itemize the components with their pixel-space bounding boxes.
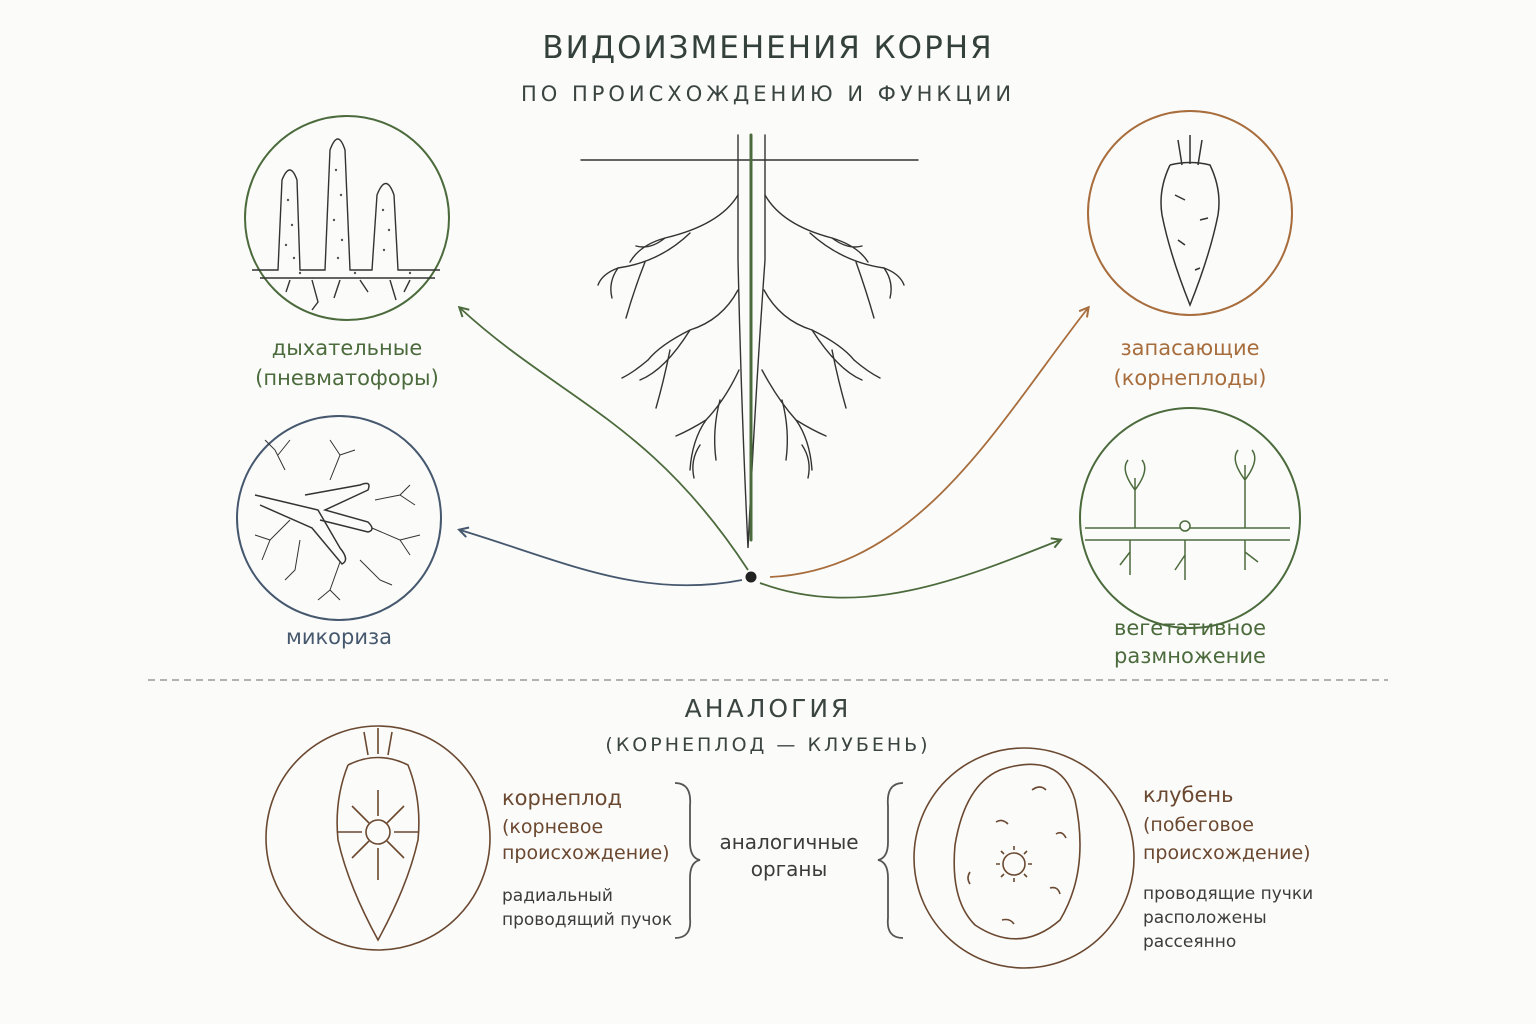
arrow-to-vegetative (759, 540, 1060, 599)
tuber-origin-1: (побеговое (1143, 814, 1254, 836)
respiratory-roots-illustration (244, 115, 450, 321)
root-crop-name: корнеплод (502, 786, 623, 810)
root-crop-desc-2: проводящий пучок (502, 910, 673, 930)
tuber-desc-1: проводящие пучки (1143, 884, 1314, 904)
right-lateral-roots (761, 194, 905, 479)
origin-dot (745, 571, 757, 583)
tuber-illustration (913, 747, 1135, 969)
root-crop-illustration (265, 725, 491, 951)
respiratory-sublabel: (пневматофоры) (255, 366, 439, 390)
arrow-to-respiratory (460, 308, 749, 571)
page-title: ВИДОИЗМЕНЕНИЯ КОРНЯ (542, 30, 994, 66)
storage-label: запасающие (1120, 336, 1260, 360)
tuber-origin-2: происхождение) (1143, 842, 1311, 864)
taproot-outline (737, 134, 766, 549)
root-crop-origin-1: (корневое (502, 816, 604, 838)
arrow-to-mycorrhiza (460, 530, 743, 587)
tuber-name: клубень (1143, 783, 1234, 807)
right-brace (877, 782, 904, 939)
vegetative-sublabel: размножение (1114, 644, 1266, 668)
analogy-subtitle: (КОРНЕПЛОД — КЛУБЕНЬ) (605, 734, 931, 756)
analogous-organs-label: аналогичные (719, 830, 859, 854)
storage-root-illustration (1087, 110, 1293, 316)
tuber-desc-3: рассеянно (1143, 932, 1237, 952)
storage-sublabel: (корнеплоды) (1113, 366, 1267, 390)
left-brace (674, 782, 701, 939)
page-subtitle: ПО ПРОИСХОЖДЕНИЮ И ФУНКЦИИ (520, 82, 1016, 106)
vegetative-reproduction-illustration (1079, 407, 1301, 629)
arrow-to-storage (769, 308, 1088, 578)
mycorrhiza-illustration (236, 415, 442, 621)
tuber-desc-2: расположены (1143, 908, 1267, 928)
analogous-organs-sublabel: органы (750, 857, 828, 881)
mycorrhiza-label: микориза (285, 625, 393, 649)
analogy-title: АНАЛОГИЯ (684, 694, 852, 723)
vegetative-label: вегетативное (1113, 616, 1267, 640)
left-lateral-roots (597, 194, 740, 479)
root-crop-desc-1: радиальный (502, 886, 613, 906)
main-root-illustration (580, 133, 919, 583)
root-crop-origin-2: происхождение) (502, 842, 670, 864)
respiratory-label: дыхательные (271, 336, 423, 360)
